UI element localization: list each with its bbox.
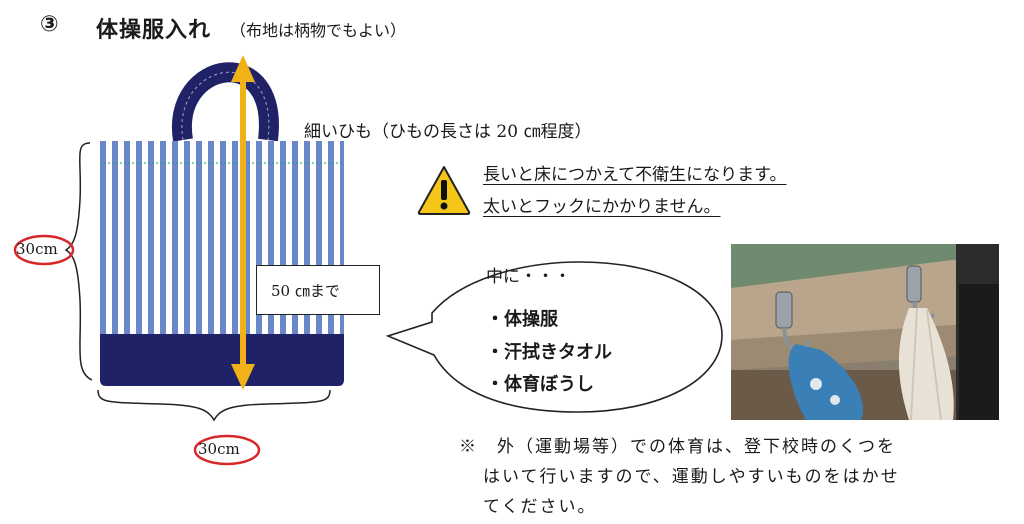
arrow-top <box>231 55 255 82</box>
arrow-bottom <box>231 364 255 390</box>
speech-bubble <box>385 261 723 413</box>
bubble-header: 中に・・・ <box>486 267 571 287</box>
hook-photo <box>731 244 999 420</box>
note-line: はいて行いますので、運動しやすいものをはかせ <box>483 467 900 487</box>
side-dim-circle <box>13 234 75 266</box>
bottom-brace <box>97 389 331 422</box>
note-line: てください。 <box>483 497 597 517</box>
bubble-item: ・汗拭きタオル <box>486 342 612 363</box>
string-length-label: 細いひも（ひもの長さは 20 ㎝程度） <box>304 122 592 142</box>
bottom-dimension-label: 30cm <box>198 440 240 458</box>
side-dimension-label: 30cm <box>16 240 58 258</box>
bag-bottom <box>100 334 344 386</box>
length-limit-label: 50 ㎝まで <box>271 282 340 300</box>
page-title: 体操服入れ <box>96 18 212 43</box>
warning-line-1: 長いと床につかえて不衛生になります。 <box>483 165 787 185</box>
bag-handle <box>171 62 279 142</box>
title-note: （布地は柄物でもよい） <box>230 21 407 40</box>
warning-line-2: 太いとフックにかかりません。 <box>483 197 721 217</box>
length-limit-box: 50 ㎝まで <box>256 265 380 315</box>
side-brace <box>64 142 93 381</box>
note-line: ※ 外（運動場等）での体育は、登下校時のくつを <box>459 437 896 457</box>
title-number: ③ <box>40 12 59 37</box>
bubble-item: ・体操服 <box>486 309 558 330</box>
bottom-dim-circle <box>193 434 261 466</box>
bubble-item: ・体育ぼうし <box>486 374 594 395</box>
warning-triangle-icon <box>417 166 471 215</box>
